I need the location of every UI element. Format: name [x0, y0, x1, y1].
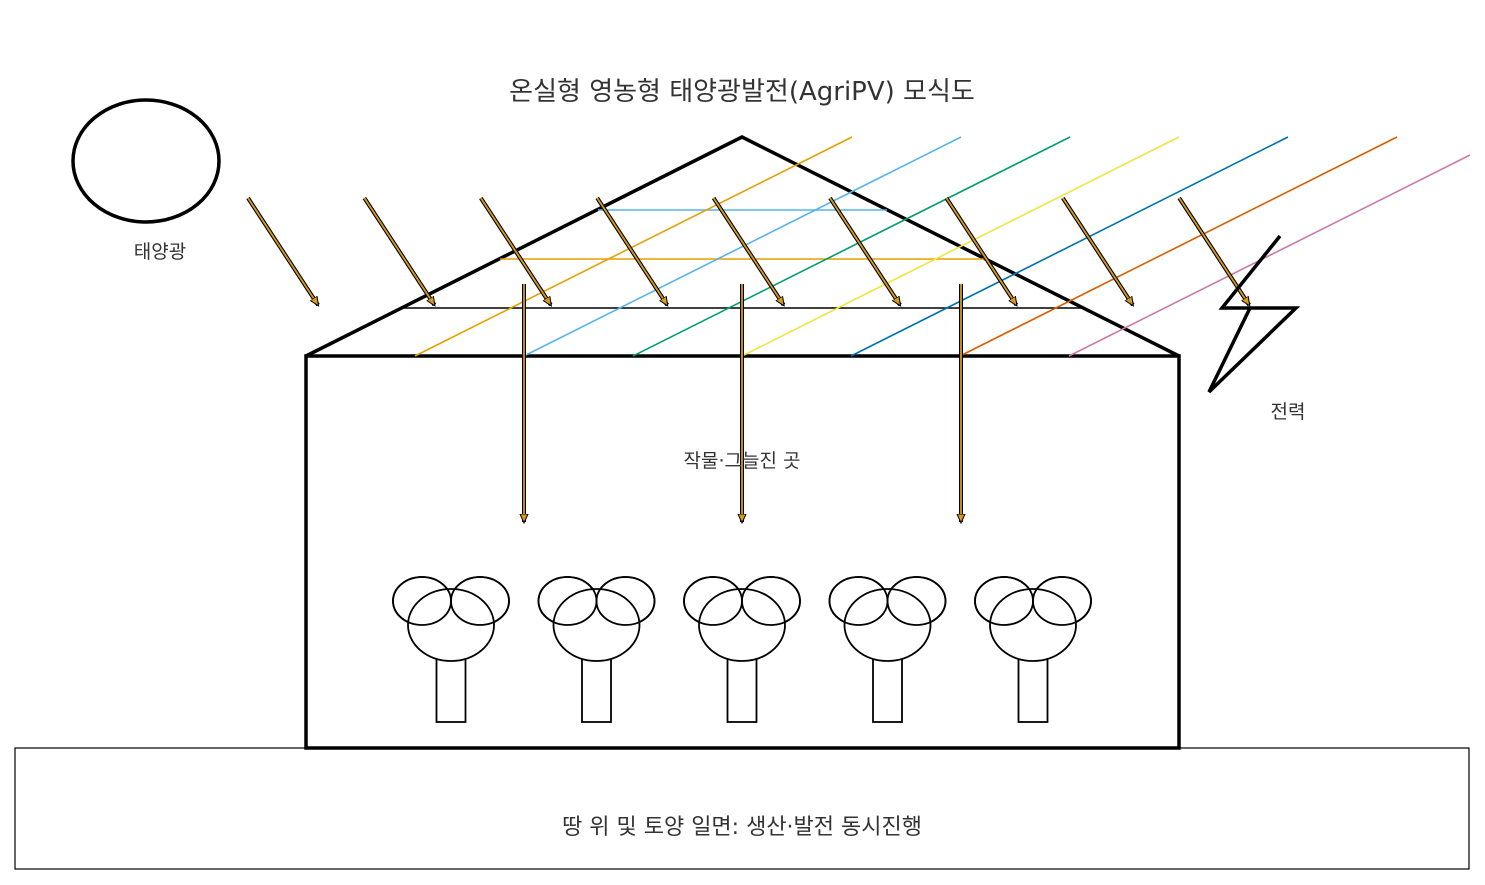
plant-leaf-right-outline	[741, 576, 801, 626]
diagram-title: 온실형 영농형 태양광발전(AgriPV) 모식도	[509, 77, 975, 107]
sunbeam-core	[480, 197, 551, 305]
lightning-icon	[1207, 234, 1301, 394]
plant-leaf-right-outline	[595, 576, 656, 626]
plant-canopy	[552, 588, 641, 662]
plant-canopy	[407, 588, 495, 662]
plant-leaf-right-outline	[1032, 576, 1092, 626]
power-label: 전력	[1271, 401, 1306, 423]
solar-panel-lines	[414, 136, 1471, 357]
sunbeam-core	[363, 197, 434, 305]
panel-line	[632, 136, 1071, 357]
sun-icon	[71, 98, 221, 224]
sunbeam-core	[247, 197, 318, 305]
sunbeam-arrow	[1061, 196, 1135, 305]
sunbeam-arrow	[479, 196, 553, 305]
sunbeam-arrow	[828, 196, 902, 305]
sunbeam-arrow	[246, 196, 320, 305]
plant-canopy	[698, 588, 786, 662]
sunbeam-arrows	[246, 196, 1251, 305]
sunbeam-core	[829, 197, 900, 305]
panel-line	[414, 136, 853, 357]
plant-icon	[537, 576, 656, 723]
ground-label: 땅 위 및 토양 일면: 생산·발전 동시진행	[562, 815, 922, 840]
plant-stem	[1017, 649, 1049, 723]
plant-stem	[581, 649, 612, 723]
plant-icon	[683, 576, 801, 723]
panel-line	[959, 136, 1398, 357]
ground-strip	[14, 747, 1470, 870]
plant-canopy	[989, 588, 1077, 662]
plant-stem	[435, 649, 467, 723]
crop-row	[392, 576, 1092, 723]
sunbeam-arrow	[711, 196, 786, 305]
sunbeam-core	[596, 197, 667, 305]
transmitted-light-arrows	[524, 284, 961, 522]
plant-icon	[392, 576, 510, 723]
sunbeam-core	[712, 197, 784, 305]
panel-line	[523, 136, 962, 357]
plant-leaf-right-outline	[886, 576, 947, 626]
panel-line	[850, 136, 1289, 357]
interior-label: 작물·그늘진 곳	[684, 450, 801, 472]
panel-line	[1068, 154, 1471, 357]
sun-label: 태양광	[134, 241, 186, 263]
sunbeam-arrow	[362, 196, 437, 305]
panel-line	[741, 136, 1180, 357]
plant-leaf-right-outline	[450, 576, 510, 626]
plant-icon	[974, 576, 1092, 723]
sunbeam-arrow	[944, 196, 1019, 305]
plant-canopy	[843, 588, 932, 662]
greenhouse-roof	[305, 135, 1180, 358]
sunbeam-core	[1062, 197, 1133, 305]
plant-icon	[828, 576, 947, 723]
sunbeam-arrow	[595, 196, 669, 305]
sunbeam-core	[945, 197, 1016, 305]
